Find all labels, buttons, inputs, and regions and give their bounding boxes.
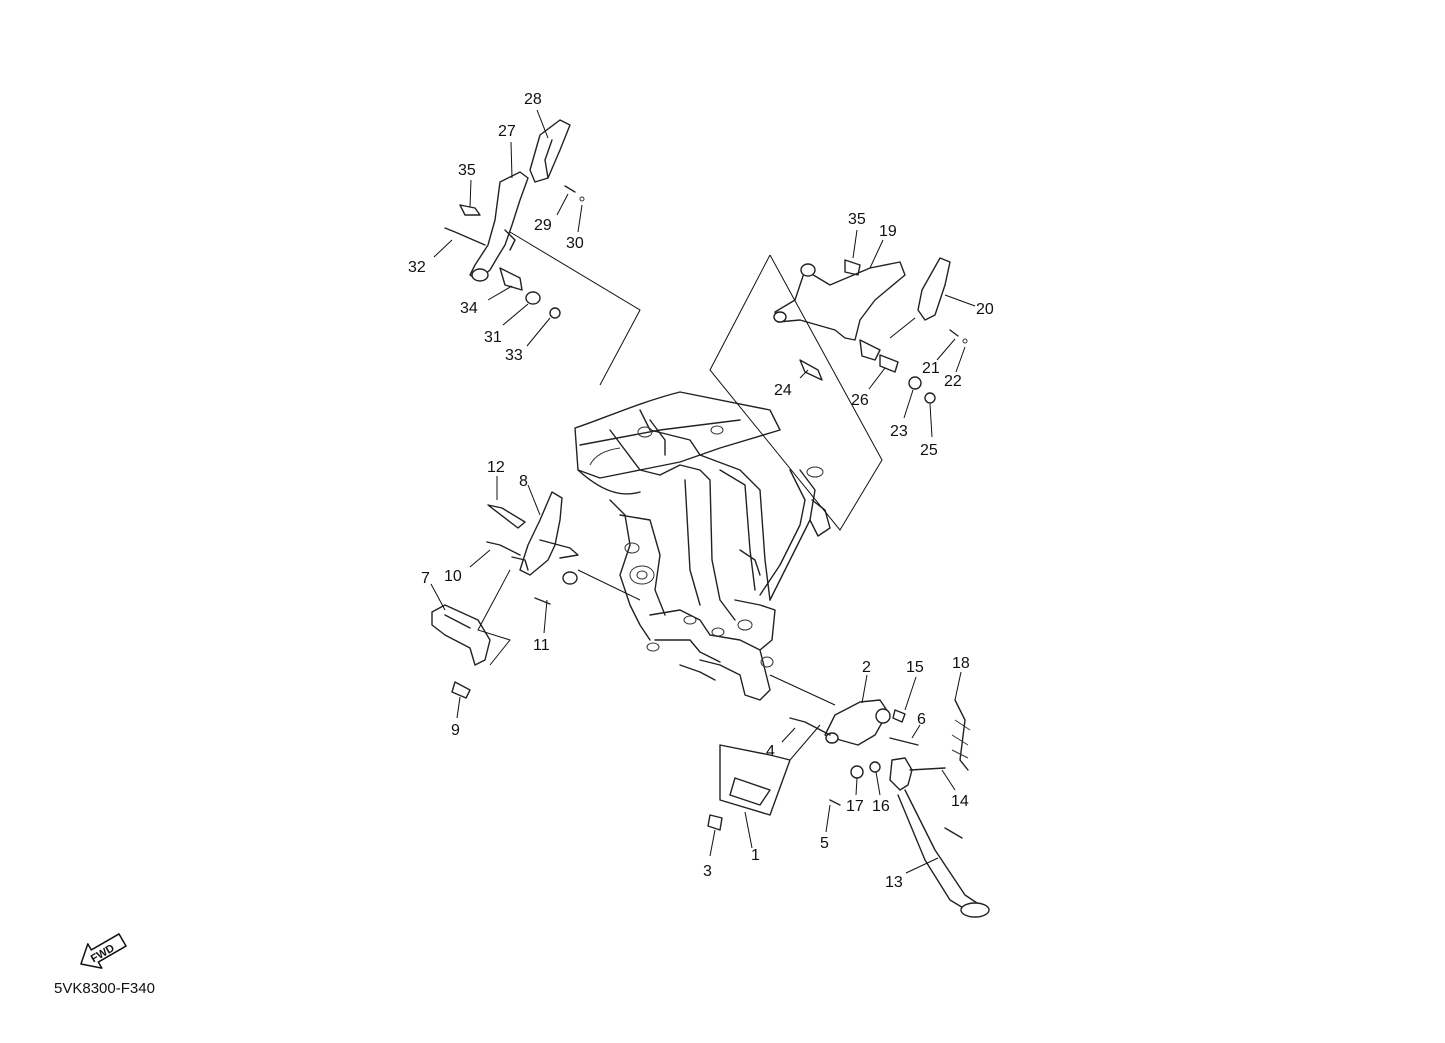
callout-25: 25: [920, 442, 938, 459]
frame-drawing: [574, 391, 831, 701]
fwd-arrow-icon: FWD: [80, 933, 127, 969]
callout-31: 31: [484, 329, 502, 346]
callout-35: 35: [458, 162, 476, 179]
callout-20: 20: [976, 301, 994, 318]
callout-32: 32: [408, 259, 426, 276]
callout-5: 5: [820, 835, 829, 852]
sidestand-assembly: [707, 674, 990, 918]
callout-6: 6: [917, 711, 926, 728]
callout-4: 4: [766, 743, 775, 760]
callout-14: 14: [951, 793, 969, 810]
front-footrest-assembly: [431, 491, 641, 699]
callout-1: 1: [751, 847, 760, 864]
diagram-code: 5VK8300-F340: [54, 980, 155, 997]
callout-27: 27: [498, 123, 516, 140]
callout-23: 23: [890, 423, 908, 440]
callout-9: 9: [451, 722, 460, 739]
callout-24: 24: [774, 382, 792, 399]
callout-26: 26: [851, 392, 869, 409]
callout-10: 10: [444, 568, 462, 585]
callout-35-right: 35: [848, 211, 866, 228]
callout-7: 7: [421, 570, 430, 587]
callout-18: 18: [952, 655, 970, 672]
callout-30: 30: [566, 235, 584, 252]
callout-labels: 28 27 35 29 30 32 34 31 33 35 19 20 21 2…: [408, 91, 994, 891]
fwd-label: FWD: [89, 942, 117, 965]
callout-11: 11: [533, 637, 550, 654]
callout-22: 22: [944, 373, 962, 390]
callout-21: 21: [922, 360, 940, 377]
callout-28: 28: [524, 91, 542, 108]
leader-lines: [430, 109, 976, 874]
rear-left-footrest-assembly: [444, 119, 641, 386]
callout-34: 34: [460, 300, 478, 317]
callout-3: 3: [703, 863, 712, 880]
callout-2: 2: [862, 659, 871, 676]
rear-right-footrest-assembly: [709, 254, 968, 531]
callout-12: 12: [487, 459, 505, 476]
callout-15: 15: [906, 659, 924, 676]
callout-16: 16: [872, 798, 890, 815]
callout-19: 19: [879, 223, 897, 240]
callout-29: 29: [534, 217, 552, 234]
callout-13: 13: [885, 874, 903, 891]
callout-17: 17: [846, 798, 864, 815]
callout-8: 8: [519, 473, 528, 490]
callout-33: 33: [505, 347, 523, 364]
